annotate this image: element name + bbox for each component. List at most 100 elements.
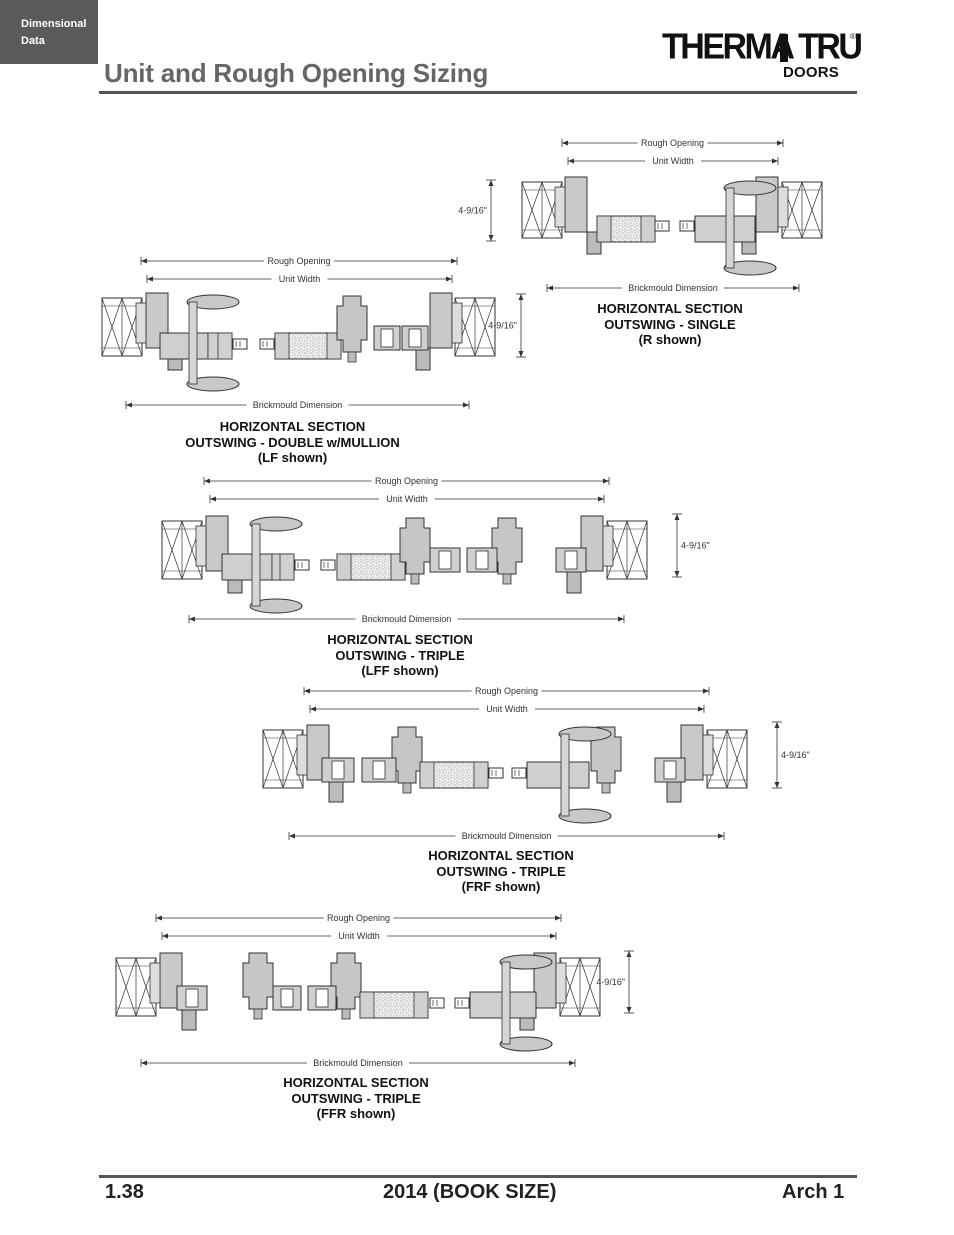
unit-dim-label-bg	[379, 493, 435, 505]
stud-hatch	[626, 520, 648, 580]
brickmould	[328, 779, 344, 803]
rough-dim-label: Rough Opening	[267, 256, 330, 266]
stud-hatch	[801, 181, 823, 239]
section-label: Arch 1	[782, 1181, 845, 1203]
lever-handle	[249, 516, 303, 532]
door-stile	[596, 215, 612, 243]
rough-dim-arrow	[603, 478, 609, 484]
caption-line: (FFR shown)	[316, 1106, 396, 1121]
brick-dim-arrow	[569, 1060, 575, 1066]
mullion-foot	[402, 782, 412, 794]
sidelite-glass	[331, 760, 345, 780]
rough-dim-arrow	[555, 915, 561, 921]
depth-dim-arrow	[488, 235, 494, 241]
brick-dim-arrow	[718, 833, 724, 839]
mullion-foot	[502, 573, 512, 585]
depth-dim-arrow	[518, 294, 524, 300]
brick-dim-arrow	[547, 285, 553, 291]
caption-triple-lff: HORIZONTAL SECTION OUTSWING - TRIPLE (LF…	[290, 632, 510, 679]
depth-dim-label: 4-9/16"	[681, 541, 710, 551]
door-stop	[777, 186, 789, 228]
sidelite-glass	[185, 988, 199, 1008]
door-stile	[359, 991, 375, 1019]
brick-dim-arrow	[793, 285, 799, 291]
rough-dim-label-bg	[264, 255, 334, 267]
door-stop	[702, 734, 714, 776]
mullion-foot	[601, 782, 611, 794]
depth-dim-arrow	[488, 180, 494, 186]
caption-line: (LF shown)	[257, 450, 328, 465]
sidelite-glass	[315, 988, 329, 1008]
logo-doors: DOORS	[783, 64, 840, 81]
unit-dim-arrow	[568, 158, 574, 164]
mullion-foot	[347, 351, 357, 363]
footer-rule	[99, 1175, 857, 1178]
lever-handle	[558, 808, 612, 824]
rough-dim-arrow	[451, 258, 457, 264]
lock-spindle	[560, 733, 570, 817]
lever-handle	[499, 954, 553, 970]
caption-line: HORIZONTAL SECTION	[219, 419, 366, 434]
depth-dim-label: 4-9/16"	[458, 206, 487, 216]
logo-registered: ®	[850, 32, 856, 41]
brickmould	[181, 1007, 197, 1031]
lock-spindle	[188, 301, 198, 385]
caption-line: HORIZONTAL SECTION	[597, 301, 743, 316]
brick-dim-label-bg	[622, 282, 724, 294]
caption-line: HORIZONTAL SECTION	[428, 848, 574, 863]
sidelite-glass	[280, 988, 294, 1008]
lever-handle	[499, 1036, 553, 1052]
caption-triple-ffr: HORIZONTAL SECTION OUTSWING - TRIPLE (FF…	[246, 1075, 466, 1122]
unit-dim-arrow	[772, 158, 778, 164]
depth-dim-label: 4-9/16"	[596, 977, 625, 987]
depth-dim-arrow	[774, 782, 780, 788]
caption-line: OUTSWING - TRIPLE	[436, 863, 566, 879]
logo-word: THERMA TRU	[662, 27, 863, 67]
brick-dim-label: Brickmould Dimension	[253, 400, 343, 410]
stud-hatch	[579, 957, 601, 1017]
mullion-post	[491, 517, 523, 575]
door-stop	[149, 962, 161, 1004]
caption-line: (R shown)	[638, 332, 702, 347]
lever-handle	[723, 180, 777, 196]
unit-dim-label: Unit Width	[486, 704, 528, 714]
brick-dim-arrow	[618, 616, 624, 622]
unit-dim-arrow	[446, 276, 452, 282]
depth-dim-arrow	[518, 351, 524, 357]
unit-dim-arrow	[598, 496, 604, 502]
door-stop	[555, 962, 567, 1004]
rough-dim-label: Rough Opening	[375, 476, 438, 486]
section-tab-line1: Dimensional	[21, 18, 87, 30]
brickmould	[666, 779, 682, 803]
active-door-edge	[221, 553, 273, 581]
rough-dim-arrow	[304, 688, 310, 694]
sidelite-glass	[663, 760, 677, 780]
brick-dim-arrow	[289, 833, 295, 839]
section-tab-line2: Data	[21, 35, 45, 47]
sidelite-glass	[408, 328, 422, 348]
stud-hatch	[101, 297, 123, 357]
section-tab[interactable]: Dimensional Data	[0, 0, 98, 64]
sidelite-glass	[380, 328, 394, 348]
caption-line: HORIZONTAL SECTION	[283, 1075, 429, 1090]
brick-dim-arrow	[141, 1060, 147, 1066]
rough-dim-arrow	[562, 140, 568, 146]
depth-dim-arrow	[774, 722, 780, 728]
depth-dim-arrow	[674, 571, 680, 577]
lever-handle	[558, 726, 612, 742]
sidelite-glass	[564, 550, 578, 570]
caption-line: OUTSWING - DOUBLE w/MULLION	[185, 434, 400, 450]
door-stile	[640, 215, 656, 243]
door-stile	[274, 332, 290, 360]
brick-dim-label-bg	[455, 830, 558, 842]
door-stop	[296, 734, 308, 776]
mullion-post	[336, 295, 368, 353]
active-door-edge	[694, 215, 756, 243]
door-stop	[451, 302, 463, 344]
page-number: 1.38	[105, 1181, 144, 1203]
brick-dim-label: Brickmould Dimension	[462, 831, 552, 841]
door-stile	[413, 991, 429, 1019]
caption-triple-frf: HORIZONTAL SECTION OUTSWING - TRIPLE (FR…	[391, 848, 611, 895]
door-jamb	[564, 176, 588, 233]
brick-dim-label-bg	[355, 613, 458, 625]
